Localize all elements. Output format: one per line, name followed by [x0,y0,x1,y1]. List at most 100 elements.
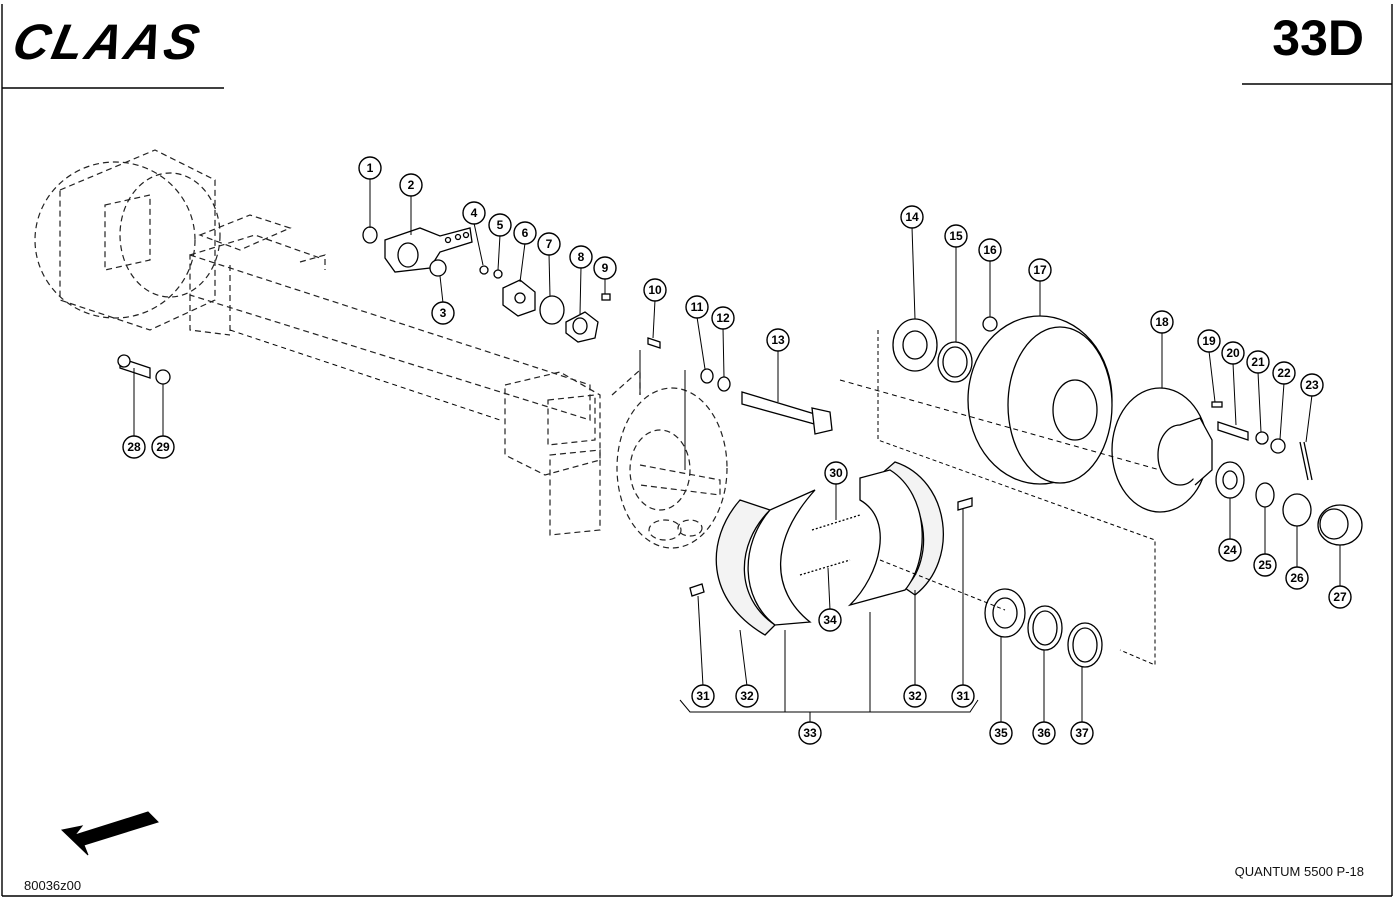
callout-4: 4 [462,201,486,225]
callout-number: 4 [471,206,478,220]
callout-number: 35 [994,726,1008,740]
axle-outline-dashed [34,149,728,549]
callout-circle [1285,566,1309,590]
callout-25: 25 [1253,553,1277,577]
callout-37: 37 [1070,721,1094,745]
callout-number: 22 [1277,366,1291,380]
callout-circle [513,221,537,245]
callout-circle [1300,373,1324,397]
callout-16: 16 [978,238,1002,262]
callout-13: 13 [766,328,790,352]
callout-18: 18 [1150,310,1174,334]
callout-36: 36 [1032,721,1056,745]
callout-26: 26 [1285,566,1309,590]
callout-number: 32 [740,689,754,703]
callout-circle [903,684,927,708]
callout-10: 10 [643,278,667,302]
callout-19: 19 [1197,329,1221,353]
callout-number: 3 [440,306,447,320]
callout-circle [431,301,455,325]
callout-31: 31 [691,684,715,708]
callout-circle [399,173,423,197]
callout-circle [643,278,667,302]
callout-number: 31 [956,689,970,703]
callout-circle [462,201,486,225]
callout-number: 9 [602,261,609,275]
callout-circle [900,205,924,229]
callout-number: 15 [949,229,963,243]
callout-20: 20 [1221,341,1245,365]
callout-9: 9 [593,256,617,280]
callout-circle [488,213,512,237]
callout-number: 20 [1226,346,1240,360]
callout-circle [358,156,382,180]
callout-32: 32 [735,684,759,708]
callout-circle [569,245,593,269]
callout-8: 8 [569,245,593,269]
callout-number: 18 [1155,315,1169,329]
callout-number: 10 [648,283,662,297]
callout-22: 22 [1272,361,1296,385]
callout-circle [818,608,842,632]
callout-29: 29 [151,435,175,459]
callout-number: 2 [408,178,415,192]
callout-number: 37 [1075,726,1089,740]
callout-circle [1028,258,1052,282]
callout-7: 7 [537,232,561,256]
callout-14: 14 [900,205,924,229]
callout-number: 19 [1202,334,1216,348]
callout-circle [537,232,561,256]
callout-circle [1218,538,1242,562]
callout-number: 30 [829,466,843,480]
callout-number: 17 [1033,263,1047,277]
callout-circle [1070,721,1094,745]
callout-number: 29 [156,440,170,454]
callout-34: 34 [818,608,842,632]
hub-parts [892,315,1363,668]
callout-number: 32 [908,689,922,703]
callout-23: 23 [1300,373,1324,397]
document-code: 80036z00 [24,878,82,893]
callout-28: 28 [122,435,146,459]
callout-circle [766,328,790,352]
direction-arrow-icon [60,811,159,856]
callout-number: 24 [1223,543,1237,557]
callout-circle [735,684,759,708]
callout-27: 27 [1328,585,1352,609]
callout-31: 31 [951,684,975,708]
callout-30: 30 [824,461,848,485]
callout-number: 33 [803,726,817,740]
callout-12: 12 [711,306,735,330]
callout-24: 24 [1218,538,1242,562]
callout-circle [1328,585,1352,609]
callout-5: 5 [488,213,512,237]
model-reference: QUANTUM 5500 P-18 [1234,864,1364,879]
callout-circle [593,256,617,280]
callout-3: 3 [431,301,455,325]
callout-number: 31 [696,689,710,703]
callout-number: 28 [127,440,141,454]
callout-number: 1 [367,161,374,175]
callout-number: 25 [1258,558,1272,572]
callout-layer: 1234567891011121314151617181920212223242… [122,156,1352,745]
callout-15: 15 [944,224,968,248]
callout-1: 1 [358,156,382,180]
callout-number: 16 [983,243,997,257]
callout-number: 27 [1333,590,1347,604]
callout-circle [1246,350,1270,374]
callout-2: 2 [399,173,423,197]
callout-number: 21 [1251,355,1265,369]
callout-circle [691,684,715,708]
callout-number: 7 [546,237,553,251]
callout-number: 23 [1305,378,1319,392]
callout-number: 13 [771,333,785,347]
page-number: 33D [1272,10,1364,66]
callout-6: 6 [513,221,537,245]
callout-35: 35 [989,721,1013,745]
callout-11: 11 [685,295,709,319]
callout-circle [1150,310,1174,334]
callout-circle [951,684,975,708]
small-parts [117,226,833,435]
